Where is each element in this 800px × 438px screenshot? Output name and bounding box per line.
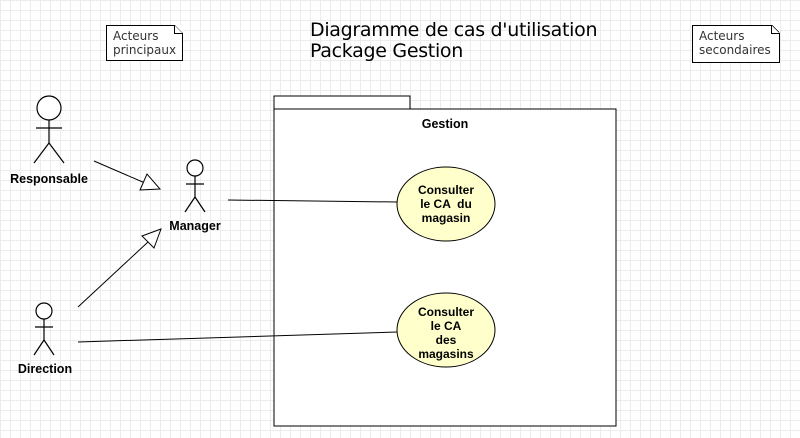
- generalization-direction-manager[interactable]: [77, 241, 149, 308]
- note-primary-line1: Acteurs: [113, 29, 159, 43]
- actor-direction-leg-left: [33, 339, 45, 356]
- use-case-text-line: magasin: [422, 211, 471, 225]
- diagram-title: Diagramme de cas d'utilisation Package G…: [310, 20, 597, 62]
- actor-responsable-head: [36, 95, 62, 121]
- generalization-arrowhead-responsable: [139, 173, 162, 191]
- note-secondary-actors[interactable]: Acteurs secondaires: [692, 25, 780, 63]
- generalization-arrowhead-direction: [141, 228, 162, 249]
- actor-direction-leg-right: [43, 339, 55, 356]
- package-name: Gestion: [422, 117, 469, 131]
- diagram-title-line1: Diagramme de cas d'utilisation: [310, 19, 598, 41]
- actor-responsable[interactable]: [33, 95, 65, 164]
- use-case-consulter-ca-magasin[interactable]: Consulter le CA du magasin: [396, 166, 496, 242]
- use-case-text-line: magasins: [418, 347, 474, 361]
- actor-manager-leg-right: [194, 196, 206, 213]
- note-secondary-line2: secondaires: [699, 43, 771, 57]
- use-case-ellipse: [396, 292, 496, 368]
- actor-manager-leg-left: [184, 196, 196, 213]
- use-case-text-line: Consulter: [418, 305, 474, 319]
- actor-manager-label: Manager: [169, 219, 221, 233]
- actor-manager[interactable]: [184, 159, 206, 213]
- actor-direction-head: [35, 302, 53, 320]
- package-gestion[interactable]: Gestion: [273, 95, 617, 427]
- actor-direction[interactable]: [33, 302, 55, 356]
- use-case-ellipse: [396, 166, 496, 242]
- use-case-text-line: Consulter: [418, 183, 474, 197]
- note-secondary-line1: Acteurs: [699, 29, 745, 43]
- diagram-title-line2: Package Gestion: [310, 40, 464, 62]
- use-case-consulter-ca-magasins[interactable]: Consulter le CA des magasins: [396, 292, 496, 368]
- use-case-text-line: le CA du: [420, 197, 472, 211]
- package-body: [273, 108, 617, 427]
- association-direction-consulter-ca-magasins[interactable]: [77, 331, 398, 343]
- actor-direction-label: Direction: [18, 362, 72, 376]
- use-case-text-line: le CA: [431, 319, 462, 333]
- actor-manager-head: [186, 159, 204, 177]
- note-primary-actors[interactable]: Acteurs principaux: [106, 25, 183, 61]
- package-tab: [273, 95, 411, 110]
- actor-responsable-leg-left: [33, 142, 50, 164]
- note-primary-line2: principaux: [113, 43, 177, 57]
- generalization-responsable-manager[interactable]: [93, 160, 146, 184]
- association-manager-consulter-ca-magasin[interactable]: [227, 199, 398, 203]
- use-case-text-line: des: [436, 333, 457, 347]
- actor-responsable-label: Responsable: [10, 172, 88, 186]
- actor-responsable-leg-right: [48, 142, 65, 164]
